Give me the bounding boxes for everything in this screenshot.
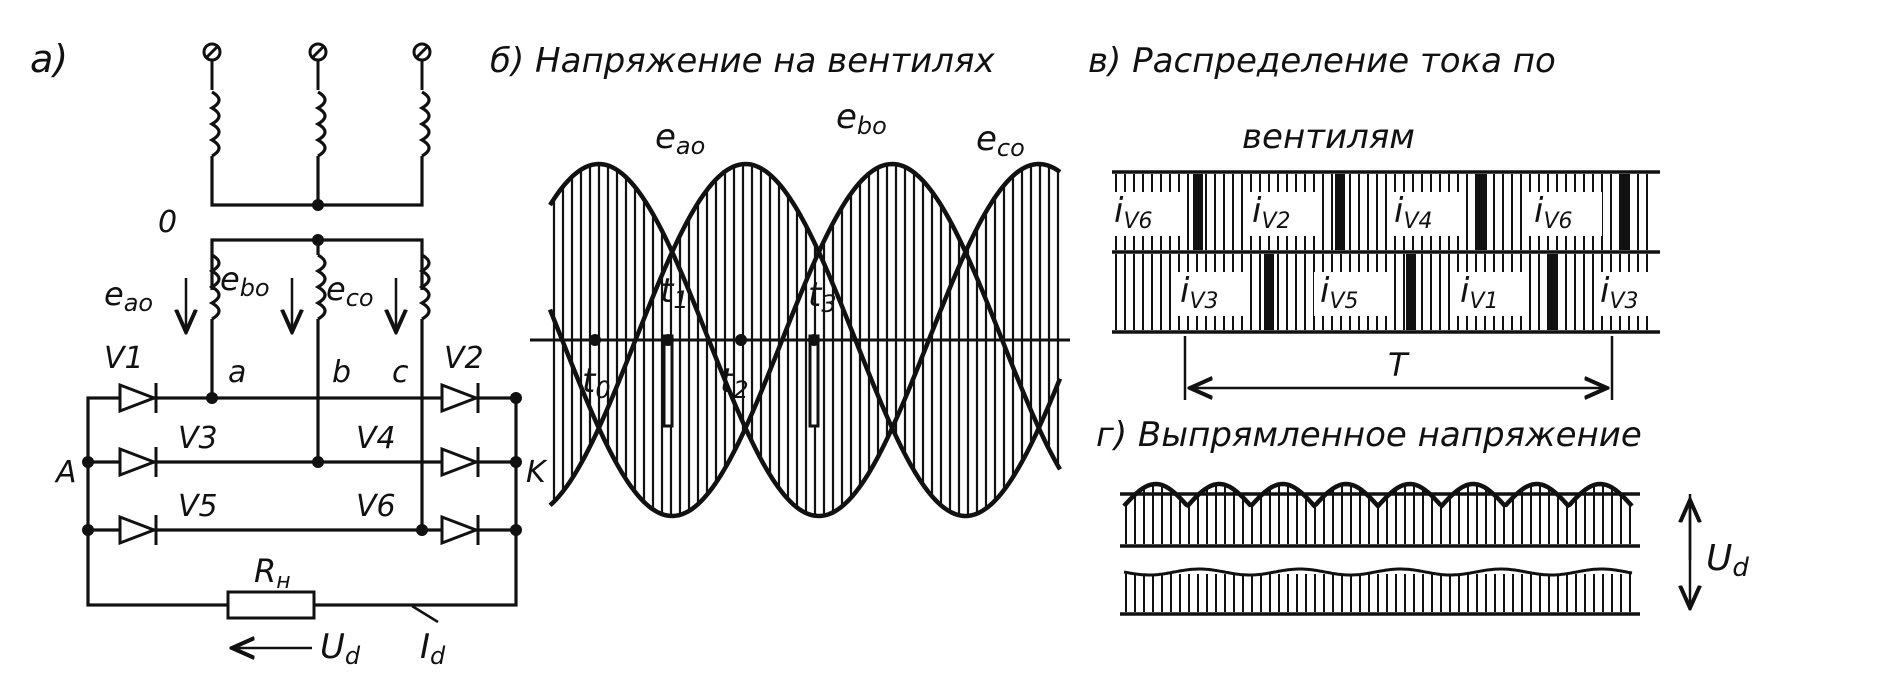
current-distribution-panel: в) Распределение тока по вентилям iV6 iV2… (1088, 41, 1668, 400)
ripple-upper (1122, 481, 1634, 510)
v4-label: V4 (356, 421, 396, 456)
load-label: Rн (254, 552, 291, 594)
emf-arrows (186, 278, 396, 332)
current-band-lines (1112, 170, 1660, 334)
emf-c-label: eco (326, 270, 374, 312)
svg-text:iV3: iV3 (1180, 271, 1219, 314)
bridge-wiring (86, 396, 518, 607)
waveform-panel: б) Напряжение на вентилях eao ebo eco t0… (490, 41, 1070, 519)
diode-v4 (440, 446, 481, 478)
circuit-diagram: a) 0 eao ebo eco a b c (30, 37, 548, 670)
svg-text:iV1: iV1 (1460, 271, 1499, 314)
commutation-bar (1548, 254, 1558, 330)
period-marker (1183, 336, 1614, 400)
secondary-star-node (312, 234, 324, 246)
v5-label: V5 (178, 489, 218, 524)
t3-label: t3 (808, 275, 837, 318)
svg-text:iV3: iV3 (1600, 271, 1639, 314)
commutation-bar (1193, 174, 1203, 250)
ud-dimension-label: Ud (1706, 538, 1749, 583)
panel-v-title-line1: в) Распределение тока по (1088, 41, 1556, 81)
rectified-band-lines (1120, 492, 1640, 616)
current-label-bottom: iV5 (1314, 271, 1388, 316)
ud-label: Ud (320, 627, 361, 670)
phase-a-label: a (228, 355, 246, 390)
current-label-top: iV6 (1528, 191, 1602, 236)
bridge-nodes (82, 392, 522, 536)
period-label: T (1388, 346, 1410, 384)
current-label-top: iV6 (1108, 191, 1182, 236)
t1-label: t1 (660, 271, 689, 314)
t2-label: t2 (720, 361, 749, 404)
panel-g-title: г) Выпрямленное напряжение (1096, 415, 1642, 455)
panel-a-letter: a) (30, 37, 68, 81)
diode-v6 (440, 514, 481, 546)
panel-v-title-line2: вентилям (1242, 117, 1415, 157)
svg-text:iV5: iV5 (1320, 271, 1359, 314)
curve-label-eco: eco (976, 119, 1025, 162)
panel-b-title: б) Напряжение на вентилях (490, 41, 995, 81)
primary-windings (208, 90, 431, 207)
load-resistor (226, 590, 316, 620)
ripple-lower (1123, 567, 1633, 577)
neutral-label: 0 (158, 205, 177, 240)
commutation-bar (1619, 174, 1629, 250)
commutation-bar (1264, 254, 1274, 330)
waveform-hatching (552, 164, 1060, 516)
id-label: Id (420, 627, 446, 670)
commutation-bar (1406, 254, 1416, 330)
v2-label: V2 (444, 341, 484, 376)
node-a-label: A (54, 455, 77, 490)
curve-label-ebo: ebo (836, 97, 887, 140)
current-label-bottom: iV1 (1454, 271, 1528, 316)
diode-v2 (440, 382, 481, 414)
node-k-label: K (526, 455, 548, 490)
commutation-separators (1193, 174, 1629, 330)
rectified-voltage-panel: г) Выпрямленное напряжение Ud (1096, 415, 1749, 616)
phase-b-label: b (332, 355, 351, 390)
phase-c-label: c (392, 355, 409, 390)
current-label-top: iV4 (1388, 191, 1462, 236)
diode-v5 (118, 514, 159, 546)
v3-label: V3 (178, 421, 218, 456)
primary-star-node (312, 199, 324, 211)
diode-v3 (118, 446, 159, 478)
diode-v1 (118, 382, 159, 414)
emf-a-label: eao (104, 275, 153, 317)
current-label-bottom: iV3 (1174, 271, 1248, 316)
curve-label-eao: eao (655, 117, 705, 160)
current-label-bottom: iV3 (1594, 271, 1668, 316)
svg-text:iV4: iV4 (1394, 191, 1433, 234)
supply-terminals (202, 42, 432, 90)
v6-label: V6 (356, 489, 396, 524)
svg-text:iV6: iV6 (1534, 191, 1573, 234)
t0-label: t0 (582, 361, 611, 404)
current-leader (411, 604, 439, 624)
svg-text:iV6: iV6 (1114, 191, 1153, 234)
svg-text:iV2: iV2 (1252, 191, 1291, 234)
curve-eao (548, 161, 1063, 519)
commutation-bar (1335, 174, 1345, 250)
emf-b-label: ebo (220, 260, 270, 302)
commutation-bar (1477, 174, 1487, 250)
curve-ebo (547, 161, 1062, 519)
v1-label: V1 (104, 341, 144, 376)
curve-eco (548, 161, 1062, 519)
time-points (589, 334, 820, 346)
current-label-top: iV2 (1246, 191, 1320, 236)
